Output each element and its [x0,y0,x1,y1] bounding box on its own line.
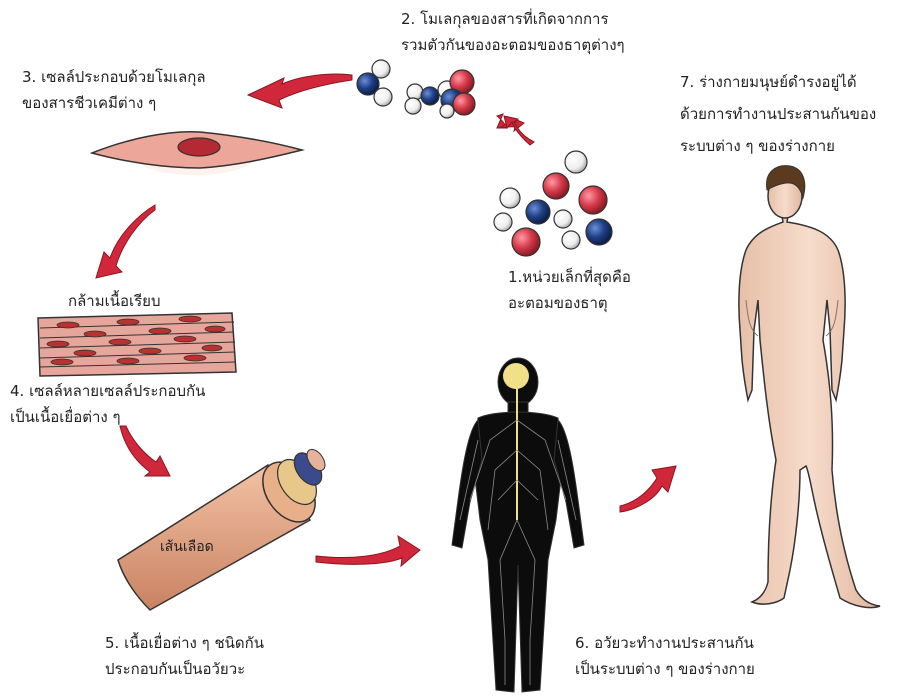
cell-illustration [92,132,302,175]
step-7-label: 7. ร่างกายมนุษย์ดำรงอยู่ได้ ด้วยการทำงาน… [680,66,876,162]
step-4-label: 4. เซลล์หลายเซลล์ประกอบกัน เป็นเนื้อเยื่… [10,378,205,430]
atom-white [554,210,572,228]
step-6-line2: เป็นระบบต่าง ๆ ของร่างกาย [575,656,755,682]
atom-red [512,228,540,256]
step-1-label: 1.หน่วยเล็กที่สุดคือ อะตอมของธาตุ [508,264,631,316]
arrow-5-to-6 [316,536,420,566]
step-4-line2: เป็นเนื้อเยื่อต่าง ๆ [10,404,205,430]
atom-white [500,188,520,208]
arrow-6-to-7 [620,466,676,512]
step-6-line1: 6. อวัยวะทำงานประสานกัน [575,630,755,656]
step-6-label: 6. อวัยวะทำงานประสานกัน เป็นระบบต่าง ๆ ข… [575,630,755,682]
step-7-line2: ด้วยการทำงานประสานกันของ [680,98,876,130]
step-2-label: 2. โมเลกุลของสารที่เกิดจากการ รวมตัวกันข… [401,6,625,58]
step-5-line1: 5. เนื้อเยื่อต่าง ๆ ชนิดกัน [105,630,264,656]
atom-red [543,173,569,199]
atoms-cluster [494,151,612,256]
atom-white [494,213,512,231]
step-1-line2: อะตอมของธาตุ [508,290,631,316]
step-5-label: 5. เนื้อเยื่อต่าง ๆ ชนิดกัน ประกอบกันเป็… [105,630,264,682]
step-3-line2: ของสารชีวเคมีต่าง ๆ [22,90,206,116]
vessel-label: เส้นเลือด [160,534,214,560]
nucleus [178,138,220,156]
nervous-system-figure [452,358,584,692]
smooth-muscle-illustration [38,313,236,376]
step-7-line1: 7. ร่างกายมนุษย์ดำรงอยู่ได้ [680,66,876,98]
molecules-cluster [357,60,475,118]
arrow-4-to-5 [120,426,170,476]
step-2-line1: 2. โมเลกุลของสารที่เกิดจากการ [401,6,625,32]
atom-blue [526,200,550,224]
step-1-line1: 1.หน่วยเล็กที่สุดคือ [508,264,631,290]
step-3-line1: 3. เซลล์ประกอบด้วยโมเลกุล [22,64,206,90]
atom-white [562,231,580,249]
step-2-line2: รวมตัวกันของอะตอมของธาตุต่างๆ [401,32,625,58]
arrow-3-to-4 [96,205,155,278]
atom-blue [586,219,612,245]
arrow-2-to-3 [248,74,352,108]
step-3-label: 3. เซลล์ประกอบด้วยโมเลกุล ของสารชีวเคมีต… [22,64,206,116]
atom-red [579,186,607,214]
step-5-line2: ประกอบกันเป็นอวัยวะ [105,656,264,682]
step-7-line3: ระบบต่าง ๆ ของร่างกาย [680,130,876,162]
atom-white [565,151,587,173]
human-body-figure [739,166,880,608]
step-4-line1: 4. เซลล์หลายเซลล์ประกอบกัน [10,378,205,404]
muscle-label: กล้ามเนื้อเรียบ [68,288,160,314]
